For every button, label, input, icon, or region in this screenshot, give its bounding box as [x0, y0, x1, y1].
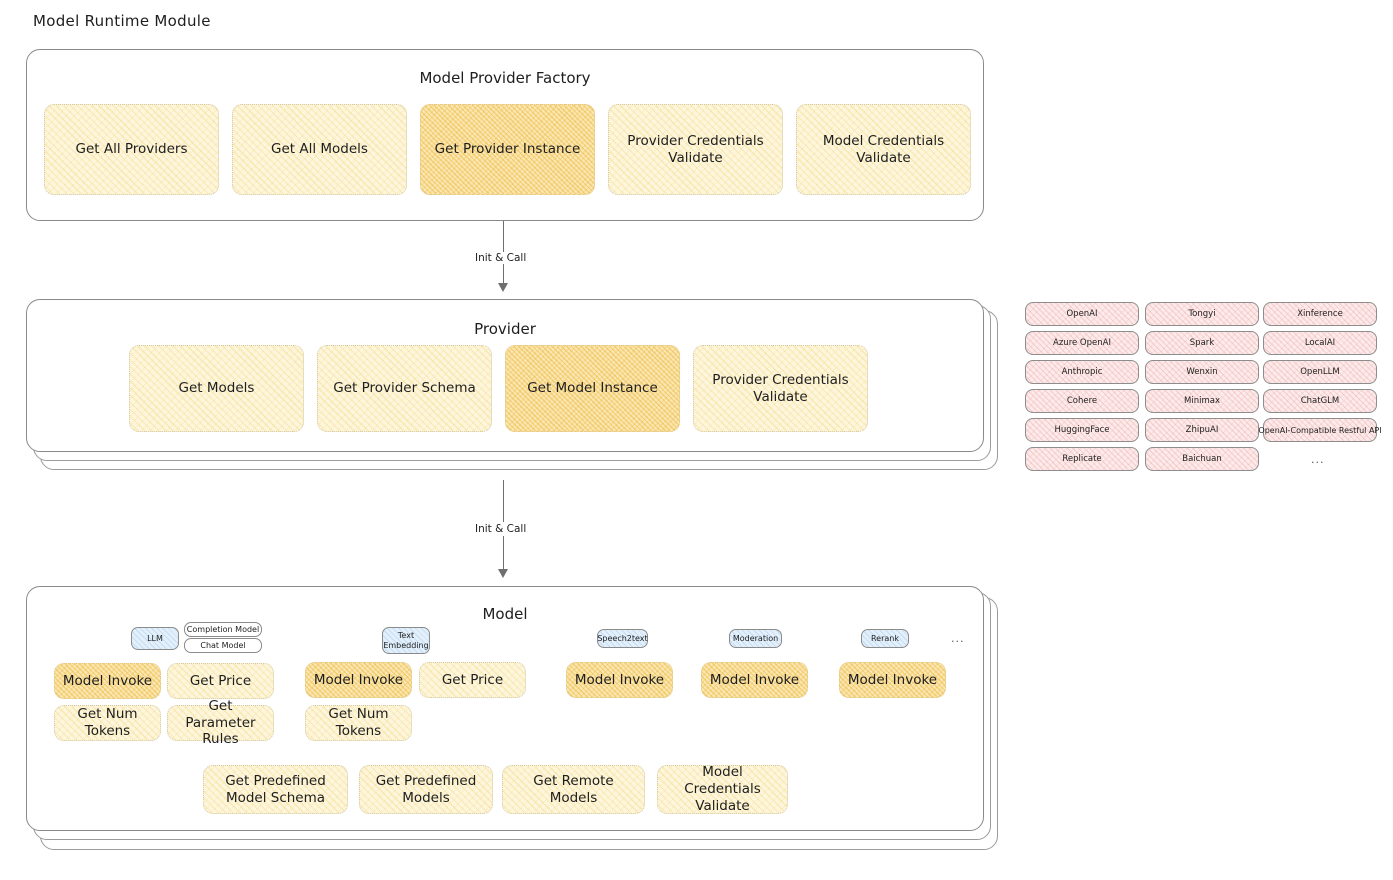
provider-chip-tongyi[interactable]: Tongyi: [1145, 302, 1259, 326]
text-embedding-method-get-price[interactable]: Get Price: [419, 662, 526, 698]
model-heading: Model: [482, 605, 528, 623]
model-common-method-model-credentials-validate[interactable]: Model Credentials Validate: [657, 764, 788, 814]
provider-chip-openllm[interactable]: OpenLLM: [1263, 360, 1377, 384]
text-embedding-method-get-num-tokens[interactable]: Get Num Tokens: [305, 705, 412, 741]
factory-box-get-provider-instance[interactable]: Get Provider Instance: [420, 104, 595, 195]
arrow-factory-to-provider-label: Init & Call: [471, 252, 531, 264]
provider-chip-cohere[interactable]: Cohere: [1025, 389, 1139, 413]
provider-chip-spark[interactable]: Spark: [1145, 331, 1259, 355]
provider-box-get-provider-schema[interactable]: Get Provider Schema: [317, 345, 492, 432]
model-common-method-get-predefined-model-schema[interactable]: Get Predefined Model Schema: [203, 765, 348, 814]
model-type-badge-speech2text[interactable]: Speech2text: [597, 629, 648, 648]
provider-chip-minimax[interactable]: Minimax: [1145, 389, 1259, 413]
provider-box-get-model-instance[interactable]: Get Model Instance: [505, 345, 680, 432]
factory-box-model-credentials-validate[interactable]: Model Credentials Validate: [796, 104, 971, 195]
llm-method-get-price[interactable]: Get Price: [167, 663, 274, 699]
model-type-badge-text-embedding[interactable]: Text Embedding: [382, 627, 430, 654]
model-type-badge-llm[interactable]: LLM: [131, 627, 179, 650]
arrow-provider-to-model-line2: [503, 536, 504, 571]
provider-chip-chatglm[interactable]: ChatGLM: [1263, 389, 1377, 413]
provider-chip-wenxin[interactable]: Wenxin: [1145, 360, 1259, 384]
llm-method-get-parameter-rules[interactable]: Get Parameter Rules: [167, 698, 274, 747]
factory-box-get-all-models[interactable]: Get All Models: [232, 104, 407, 195]
provider-chip-openai[interactable]: OpenAI: [1025, 302, 1139, 326]
rerank-method-model-invoke[interactable]: Model Invoke: [839, 662, 946, 698]
moderation-method-model-invoke[interactable]: Model Invoke: [701, 662, 808, 698]
arrow-provider-to-model-label: Init & Call: [471, 523, 531, 535]
provider-chip-baichuan[interactable]: Baichuan: [1145, 447, 1259, 471]
provider-chip-openai-compatible-restful-api[interactable]: OpenAI-Compatible Restful API: [1258, 418, 1382, 442]
provider-chip-azure-openai[interactable]: Azure OpenAI: [1025, 331, 1139, 355]
provider-box-get-models[interactable]: Get Models: [129, 345, 304, 432]
model-subtype-badge-chat-model[interactable]: Chat Model: [184, 638, 262, 653]
arrow-provider-to-model-head: [498, 569, 508, 578]
llm-method-model-invoke[interactable]: Model Invoke: [54, 663, 161, 699]
provider-chip-zhipuai[interactable]: ZhipuAI: [1145, 418, 1259, 442]
provider-heading: Provider: [474, 320, 536, 338]
speech2text-method-model-invoke[interactable]: Model Invoke: [566, 662, 673, 698]
provider-chip-localai[interactable]: LocalAI: [1263, 331, 1377, 355]
provider-chip-anthropic[interactable]: Anthropic: [1025, 360, 1139, 384]
provider-chip-xinference[interactable]: Xinference: [1263, 302, 1377, 326]
model-types-ellipsis: ...: [951, 632, 965, 645]
model-type-badge-moderation[interactable]: Moderation: [729, 629, 782, 648]
provider-chip-replicate[interactable]: Replicate: [1025, 447, 1139, 471]
text-embedding-method-model-invoke[interactable]: Model Invoke: [305, 662, 412, 698]
model-provider-factory-heading: Model Provider Factory: [419, 69, 591, 87]
llm-method-get-num-tokens[interactable]: Get Num Tokens: [54, 705, 161, 741]
model-common-method-get-predefined-models[interactable]: Get Predefined Models: [359, 765, 493, 814]
provider-box-provider-credentials-validate[interactable]: Provider Credentials Validate: [693, 345, 868, 432]
arrow-factory-to-provider-line: [503, 221, 504, 268]
arrow-factory-to-provider-head: [498, 283, 508, 292]
page-title: Model Runtime Module: [33, 12, 211, 30]
provider-chip-huggingface[interactable]: HuggingFace: [1025, 418, 1139, 442]
arrow-provider-to-model-line: [503, 480, 504, 522]
factory-box-provider-credentials-validate[interactable]: Provider Credentials Validate: [608, 104, 783, 195]
model-common-method-get-remote-models[interactable]: Get Remote Models: [502, 765, 645, 814]
factory-box-get-all-providers[interactable]: Get All Providers: [44, 104, 219, 195]
model-type-badge-rerank[interactable]: Rerank: [861, 629, 909, 648]
model-subtype-badge-completion-model[interactable]: Completion Model: [184, 622, 262, 637]
provider-list-ellipsis: ...: [1311, 453, 1325, 466]
arrow-factory-to-provider-line2: [503, 264, 504, 285]
